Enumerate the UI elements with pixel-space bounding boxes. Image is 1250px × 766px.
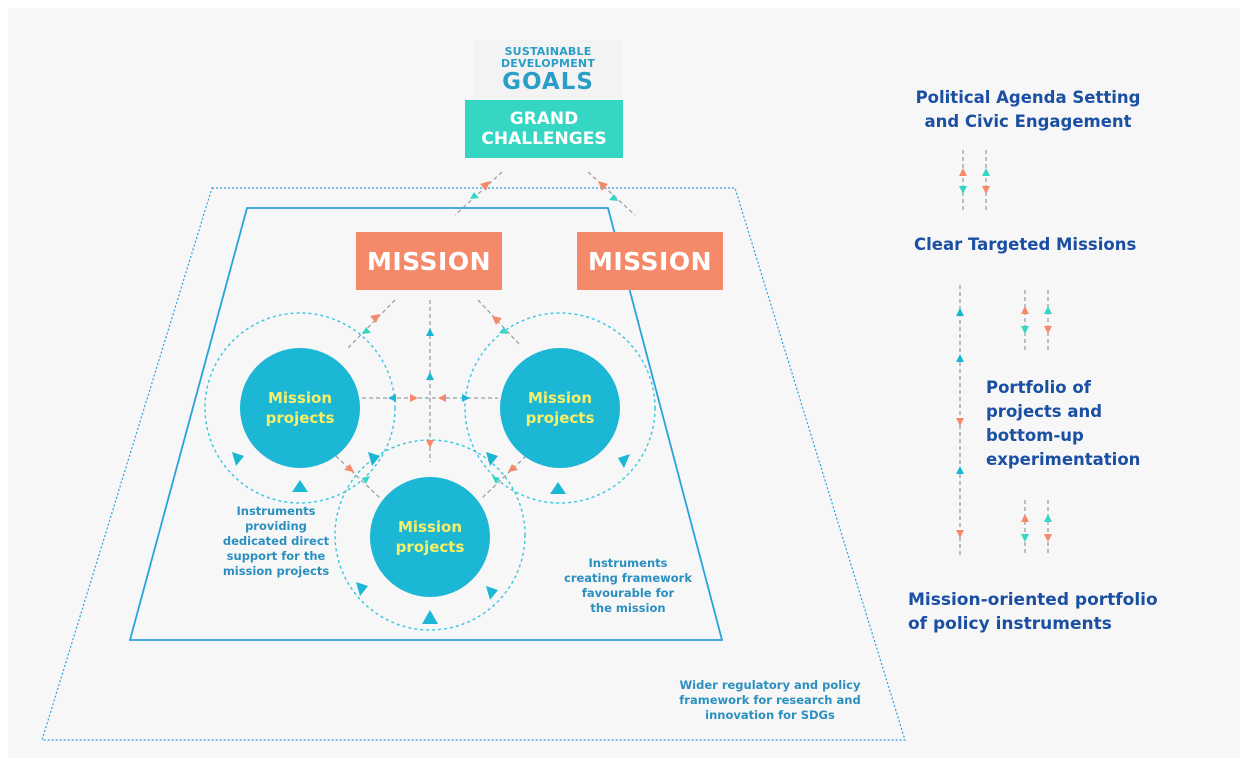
project-label-line2: projects	[395, 538, 465, 556]
orbit-circle-1	[204, 312, 396, 504]
grand-challenges-line2: CHALLENGES	[481, 129, 607, 149]
side-label-line: projects and	[986, 402, 1103, 421]
side-flow-lines	[959, 150, 1049, 556]
note-line: Instruments	[588, 556, 668, 570]
mission-projects-left: Mission projects	[240, 348, 360, 468]
side-label-missions: Clear Targeted Missions	[914, 233, 1136, 257]
note-framework: Instruments creating framework favourabl…	[558, 556, 698, 616]
note-line: mission projects	[222, 564, 330, 578]
note-line: the mission	[590, 601, 666, 615]
mission-box-right: MISSION	[577, 232, 723, 290]
project-label-line1: Mission	[527, 389, 593, 407]
side-label-instruments: Mission-oriented portfolio of policy ins…	[908, 588, 1158, 636]
side-label-line: Clear Targeted Missions	[914, 235, 1137, 254]
wider-framework-outline	[41, 187, 906, 741]
side-label-line: of policy instruments	[908, 614, 1112, 634]
project-label-line1: Mission	[267, 389, 333, 407]
side-label-political: Political Agenda Setting and Civic Engag…	[912, 86, 1144, 134]
sdg-logo-line1: SUSTAINABLE	[504, 45, 592, 58]
mission-projects-bottom: Mission projects	[370, 477, 490, 597]
note-wider-framework: Wider regulatory and policy framework fo…	[660, 678, 880, 723]
note-line: Wider regulatory and policy	[679, 678, 861, 692]
note-line: support for the	[226, 549, 326, 563]
side-label-line: experimentation	[986, 450, 1141, 469]
side-flow-arrowheads	[956, 168, 1052, 542]
grand-challenges-box: GRAND CHALLENGES	[465, 100, 623, 158]
project-label-line2: projects	[525, 409, 595, 427]
grand-challenges-line1: GRAND	[509, 109, 579, 129]
side-label-line: Political Agenda Setting	[915, 88, 1141, 107]
note-line: innovation for SDGs	[705, 708, 835, 722]
sdg-logo: SUSTAINABLE DEVELOPMENT GOALS	[474, 40, 622, 98]
note-line: favourable for	[581, 586, 675, 600]
project-label-line1: Mission	[397, 518, 463, 536]
side-label-portfolio: Portfolio of projects and bottom-up expe…	[986, 376, 1140, 472]
side-label-line: Portfolio of	[986, 378, 1091, 397]
orbit-arrowheads	[232, 452, 630, 624]
note-line: Instruments	[236, 504, 316, 518]
mission-projects-right: Mission projects	[500, 348, 620, 468]
note-line: dedicated direct	[222, 534, 330, 548]
note-line: framework for research and	[679, 693, 861, 707]
sdg-logo-line2: DEVELOPMENT	[500, 57, 596, 70]
connector-arrowheads	[344, 181, 618, 484]
note-line: providing	[245, 519, 307, 533]
mission-box-left: MISSION	[356, 232, 502, 290]
side-label-line: bottom-up	[986, 426, 1084, 445]
sdg-logo-goals: GOALS	[502, 69, 594, 95]
note-line: creating framework	[564, 571, 692, 585]
side-label-line: and Civic Engagement	[924, 112, 1132, 131]
project-label-line2: projects	[265, 409, 335, 427]
orbit-circle-2	[464, 312, 656, 504]
mission-framework-outline	[128, 207, 724, 641]
note-direct-support: Instruments providing dedicated direct s…	[206, 504, 346, 579]
diagram-background	[8, 8, 1240, 758]
side-label-line: Mission-oriented portfolio	[908, 590, 1158, 610]
